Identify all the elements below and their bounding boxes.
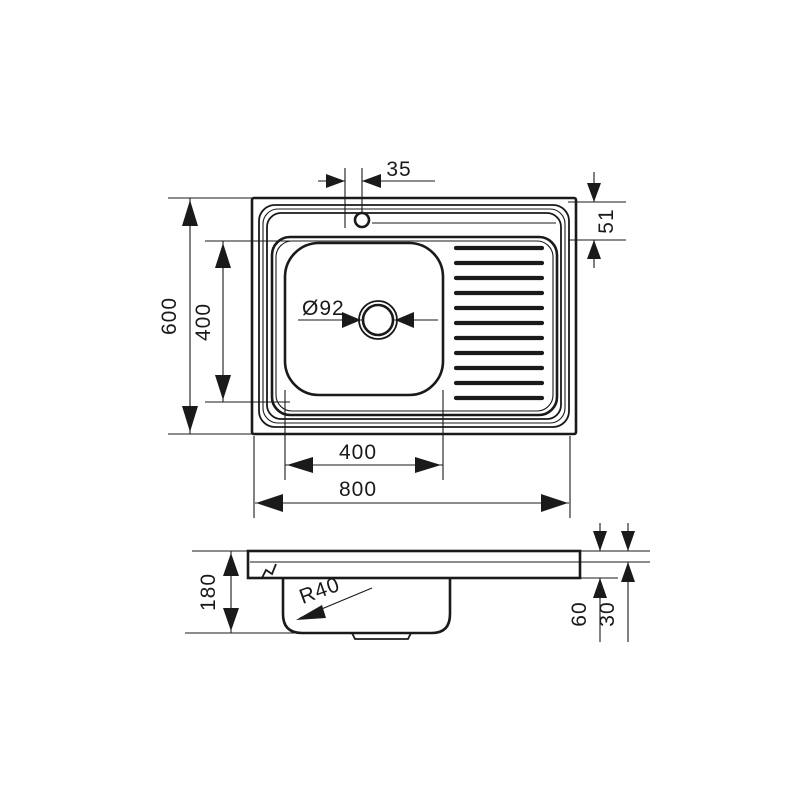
drain-outer-circle: [358, 300, 398, 340]
arrowhead: [342, 312, 361, 328]
arrowhead: [182, 200, 198, 226]
dimension-label-51: 51: [595, 208, 618, 233]
arrowhead: [223, 608, 239, 631]
sink-bowl-outline: [283, 241, 445, 397]
dimension-rim-depth: 51: [568, 172, 626, 268]
dimension-label-60: 60: [568, 601, 591, 626]
dimension-drain-diameter: Ø92: [298, 297, 438, 328]
arrowhead: [395, 312, 414, 328]
dimension-overall-depth: 600: [158, 197, 252, 435]
dimension-lip-height: 30: [578, 523, 650, 642]
arrowhead: [621, 562, 635, 582]
arrowhead: [621, 531, 635, 551]
drain-inner-circle: [361, 303, 395, 337]
dimension-bowl-width: 400: [284, 390, 444, 480]
dimension-label-400-vertical: 400: [192, 303, 215, 341]
break-symbol: [261, 563, 277, 579]
dimension-overall-width: 800: [253, 436, 571, 518]
outer-rim: [250, 196, 578, 436]
section-view: [185, 549, 582, 640]
dimension-bowl-height: 180: [192, 550, 250, 633]
arrowhead: [415, 457, 441, 473]
recess-outline-inner: [275, 240, 554, 412]
arrowhead: [593, 531, 607, 551]
dimension-bowl-depth: 400: [192, 240, 290, 403]
arrowhead: [215, 243, 231, 268]
arrowhead: [362, 174, 381, 188]
flange-bar: [246, 549, 582, 580]
dimension-label-800: 800: [339, 478, 377, 501]
rim-band-2: [262, 208, 566, 424]
dimension-label-600: 600: [158, 297, 181, 335]
arrowhead: [215, 375, 231, 400]
recess-outline: [270, 235, 559, 417]
dimension-tap-hole-offset: 35: [318, 158, 435, 228]
arrowhead: [296, 605, 326, 620]
dimension-flange-height: 60: [568, 523, 650, 642]
rim-band-1: [258, 204, 570, 428]
arrowhead: [223, 553, 239, 576]
arrowhead: [593, 578, 607, 598]
arrowhead: [541, 494, 568, 512]
dimension-label-d92: Ø92: [302, 297, 345, 320]
tap-hole: [353, 211, 371, 229]
arrowhead: [256, 494, 283, 512]
dimension-label-35: 35: [386, 158, 411, 181]
rim-band-3: [266, 212, 562, 420]
arrowhead: [587, 183, 601, 202]
drain-boss: [351, 632, 412, 640]
arrowhead: [587, 240, 601, 259]
dimension-label-400-horizontal: 400: [339, 441, 377, 464]
arrowhead: [326, 174, 345, 188]
arrowhead: [287, 457, 313, 473]
drainboard-ribs: [453, 245, 545, 401]
dimension-label-180: 180: [197, 573, 220, 611]
bowl-profile: [281, 578, 452, 635]
arrowhead: [182, 406, 198, 432]
dimension-corner-radius: R40: [296, 573, 373, 620]
dimension-label-30: 30: [596, 601, 619, 626]
